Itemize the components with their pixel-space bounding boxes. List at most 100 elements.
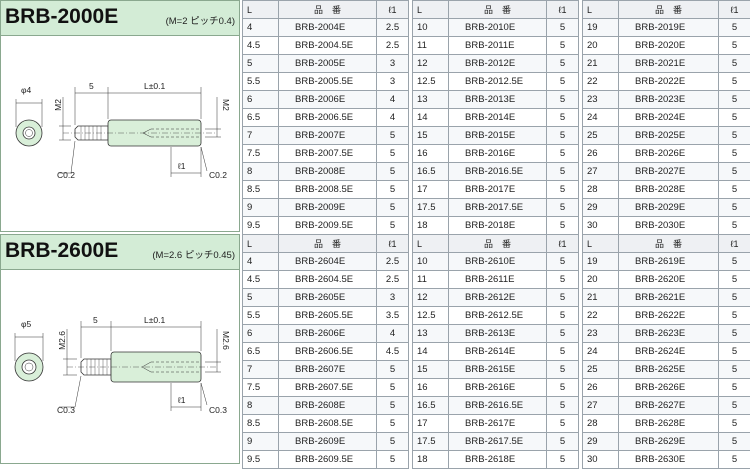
l1-cell: 5 <box>719 343 750 361</box>
part-number-cell: BRB-2004E <box>279 19 377 37</box>
part-number-cell: BRB-2019E <box>619 19 719 37</box>
length-cell: 16.5 <box>413 397 449 415</box>
length-cell: 19 <box>583 19 619 37</box>
length-cell: 29 <box>583 433 619 451</box>
length-cell: 6 <box>243 325 279 343</box>
part-number-cell: BRB-2619E <box>619 253 719 271</box>
part-number-cell: BRB-2604E <box>279 253 377 271</box>
l1-cell: 5 <box>547 55 579 73</box>
thread-label-right: M2 <box>221 99 231 111</box>
l1-cell: 5 <box>547 307 579 325</box>
section-brb-2600e: BRB-2600E (M=2.6 ピッチ0.45) φ5 <box>0 234 750 464</box>
length-cell: 19 <box>583 253 619 271</box>
part-number-cell: BRB-2011E <box>449 37 547 55</box>
diameter-label: φ4 <box>21 85 32 95</box>
l1-cell: 5 <box>547 361 579 379</box>
l1-cell: 5 <box>377 397 409 415</box>
part-number-cell: BRB-2012.5E <box>449 73 547 91</box>
part-number-cell: BRB-2610E <box>449 253 547 271</box>
length-cell: 22 <box>583 73 619 91</box>
col-header-part-number: 品 番 <box>449 235 547 253</box>
length-cell: 5.5 <box>243 73 279 91</box>
length-cell: 5 <box>243 289 279 307</box>
col-header-part-number: 品 番 <box>619 1 719 19</box>
length-cell: 15 <box>413 361 449 379</box>
part-number-cell: BRB-2021E <box>619 55 719 73</box>
part-number-cell: BRB-2009E <box>279 199 377 217</box>
length-cell: 12.5 <box>413 307 449 325</box>
l1-cell: 5 <box>547 145 579 163</box>
l1-cell: 5 <box>719 55 750 73</box>
part-number-cell: BRB-2027E <box>619 163 719 181</box>
l1-cell: 5 <box>547 271 579 289</box>
l1-cell: 5 <box>547 379 579 397</box>
part-number-cell: BRB-2006.5E <box>279 109 377 127</box>
part-number-cell: BRB-2006E <box>279 91 377 109</box>
l1-cell: 3 <box>377 289 409 307</box>
part-number-cell: BRB-2028E <box>619 181 719 199</box>
length-cell: 4 <box>243 19 279 37</box>
length-cell: 7 <box>243 361 279 379</box>
col-header-l1: ℓ1 <box>719 1 750 19</box>
part-number-cell: BRB-2026E <box>619 145 719 163</box>
part-number-cell: BRB-2628E <box>619 415 719 433</box>
part-number-cell: BRB-2014E <box>449 109 547 127</box>
part-number-cell: BRB-2624E <box>619 343 719 361</box>
thread-label-right: M2.6 <box>221 331 231 350</box>
length-cell: 8.5 <box>243 415 279 433</box>
l1-cell: 5 <box>547 451 579 469</box>
l1-cell: 4.5 <box>377 343 409 361</box>
l1-cell: 5 <box>719 109 750 127</box>
part-number-cell: BRB-2609E <box>279 433 377 451</box>
section-title: BRB-2000E <box>5 5 118 29</box>
length-cell: 17 <box>413 415 449 433</box>
part-number-cell: BRB-2023E <box>619 91 719 109</box>
chamfer-right-label: C0.2 <box>209 170 227 180</box>
l1-cell: 5 <box>719 379 750 397</box>
l1-cell: 5 <box>547 163 579 181</box>
part-number-cell: BRB-2010E <box>449 19 547 37</box>
l1-cell: 5 <box>547 127 579 145</box>
length-cell: 15 <box>413 127 449 145</box>
section-brb-2000e: BRB-2000E (M=2 ピッチ0.4) φ4 <box>0 0 750 232</box>
part-number-cell: BRB-2625E <box>619 361 719 379</box>
length-cell: 24 <box>583 109 619 127</box>
part-number-cell: BRB-2613E <box>449 325 547 343</box>
part-number-cell: BRB-2004.5E <box>279 37 377 55</box>
l1-cell: 5 <box>719 397 750 415</box>
col-header-length: L <box>413 235 449 253</box>
length-cell: 11 <box>413 271 449 289</box>
l1-cell: 5 <box>719 37 750 55</box>
col-header-length: L <box>243 1 279 19</box>
length-cell: 9.5 <box>243 451 279 469</box>
length-cell: 28 <box>583 415 619 433</box>
l1-cell: 3 <box>377 55 409 73</box>
col-header-l1: ℓ1 <box>377 1 409 19</box>
length-cell: 4.5 <box>243 271 279 289</box>
l1-cell: 5 <box>377 217 409 235</box>
length-cell: 17.5 <box>413 199 449 217</box>
length-cell: 9 <box>243 433 279 451</box>
section-header: BRB-2000E (M=2 ピッチ0.4) <box>1 1 239 36</box>
length-cell: 14 <box>413 343 449 361</box>
